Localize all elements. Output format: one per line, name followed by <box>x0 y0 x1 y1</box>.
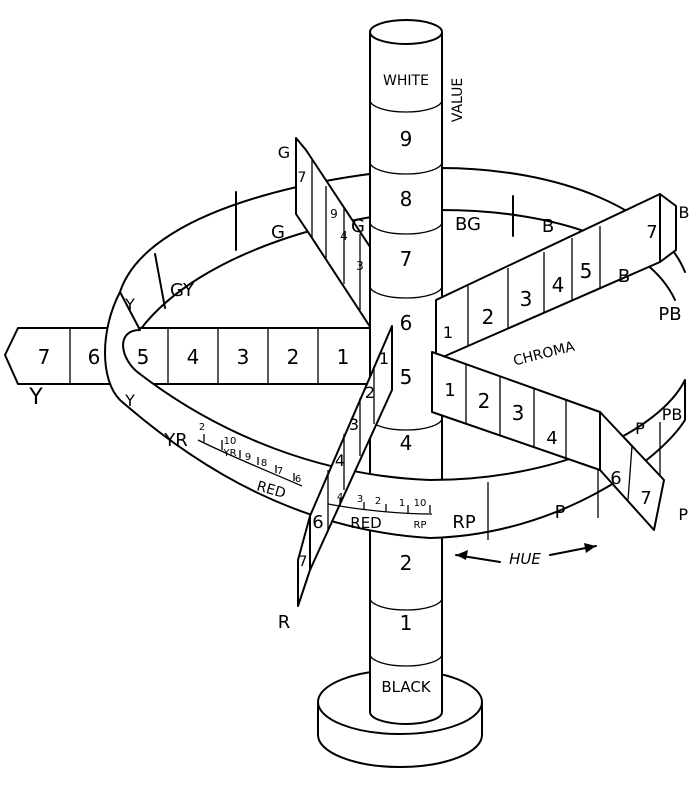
chroma-title: CHROMA <box>512 339 577 370</box>
red-tick-10: 10 <box>414 498 427 509</box>
p-arm-2: 2 <box>478 389 491 413</box>
y-arm-6: 6 <box>88 345 101 369</box>
p-arm-3: 3 <box>512 401 525 425</box>
p-tip-7: 7 <box>640 488 651 509</box>
pb-arm-5: 5 <box>580 259 593 283</box>
p-arm-4: 4 <box>546 428 557 449</box>
yr-tick-9: 9 <box>245 452 251 463</box>
hue-ring-front <box>104 291 686 540</box>
value-pole <box>369 19 443 725</box>
red-tick-4: 4 <box>337 492 343 503</box>
y-arm-7: 7 <box>38 345 51 369</box>
g-arm-4: 4 <box>340 229 348 243</box>
r-end-label: R <box>278 612 291 633</box>
hue-label-rp: RP <box>452 512 476 533</box>
y-arm-4: 4 <box>187 345 200 369</box>
value-label-black: BLACK <box>381 678 431 696</box>
value-label-5: 5 <box>400 365 413 389</box>
g-arm-3: 3 <box>356 259 364 273</box>
g-tip-7: 7 <box>298 170 307 186</box>
hue-label-gy: GY <box>170 280 195 301</box>
pb-arm-4: 4 <box>552 273 565 297</box>
hue-axis-title: HUE <box>509 550 541 568</box>
hue-label-p: P <box>555 502 566 523</box>
value-label-4: 4 <box>400 431 413 455</box>
hue-label-g-2: G <box>351 216 365 237</box>
red-tick-2: 2 <box>375 496 381 507</box>
pb-arm-3: 3 <box>520 287 533 311</box>
p-arm-1: 1 <box>444 380 455 401</box>
value-label-1: 1 <box>400 611 413 635</box>
hue-label-p-2: P <box>635 419 645 438</box>
yr-tick-2: 2 <box>199 422 205 433</box>
value-label-6: 6 <box>400 311 413 335</box>
pb-arm-2: 2 <box>482 305 495 329</box>
y-end-label: Y <box>28 385 43 410</box>
chroma-arm-pb <box>435 193 677 361</box>
red-tick-1: 1 <box>399 498 405 509</box>
g-end-label: G <box>278 143 290 162</box>
hue-label-b-2: B <box>618 266 630 287</box>
value-label-2: 2 <box>400 551 413 575</box>
r-arm-3: 3 <box>349 415 359 434</box>
rp-sub: RP <box>414 520 427 531</box>
r-arm-2: 2 <box>365 383 375 402</box>
r-arm-4: 4 <box>335 451 345 470</box>
chroma-arm-g <box>295 137 381 343</box>
yr-sub: YR <box>222 448 236 459</box>
hue-label-bg: BG <box>455 214 481 235</box>
red-label-center: RED <box>350 514 381 532</box>
value-label-8: 8 <box>400 187 413 211</box>
yr-tick-7: 7 <box>277 466 283 477</box>
yr-tick-8: 8 <box>261 458 267 469</box>
r-tip-6: 6 <box>312 512 323 533</box>
hue-label-y: Y <box>124 295 135 314</box>
y-arm-5: 5 <box>137 345 150 369</box>
hue-label-pb: PB <box>658 304 681 325</box>
yr-tick-10: 10 <box>224 436 237 447</box>
hue-label-g: G <box>271 222 285 243</box>
y-arm-1: 1 <box>337 345 350 369</box>
hue-label-y-2: Y <box>124 391 135 410</box>
value-label-7: 7 <box>400 247 413 271</box>
p-end-label: P <box>678 505 688 524</box>
y-arm-3: 3 <box>237 345 250 369</box>
value-label-white: WHITE <box>383 73 429 89</box>
yr-red-scale <box>197 434 433 515</box>
value-axis-title: VALUE <box>450 78 466 122</box>
pb-tip-7: 7 <box>646 222 657 243</box>
yr-tick-6: 6 <box>295 474 301 485</box>
hue-label-yr: YR <box>163 430 188 451</box>
chroma-arm-r <box>297 325 393 607</box>
chroma-arm-y <box>4 327 373 385</box>
red-label-left: RED <box>255 478 288 501</box>
hue-label-b: B <box>542 216 554 237</box>
value-label-9: 9 <box>400 127 413 151</box>
r-tip-7: 7 <box>299 554 308 570</box>
hue-label-pb-2: PB <box>662 405 683 424</box>
r-arm-1: 1 <box>379 349 389 368</box>
red-tick-3: 3 <box>357 494 363 505</box>
pb-arm-1: 1 <box>443 323 453 342</box>
chroma-arm-p <box>431 351 665 531</box>
b-end-label: B <box>679 203 689 222</box>
y-arm-2: 2 <box>287 345 300 369</box>
hue-arrow <box>455 543 597 563</box>
p-tip-6: 6 <box>610 468 621 489</box>
g-arm-9: 9 <box>330 207 338 221</box>
